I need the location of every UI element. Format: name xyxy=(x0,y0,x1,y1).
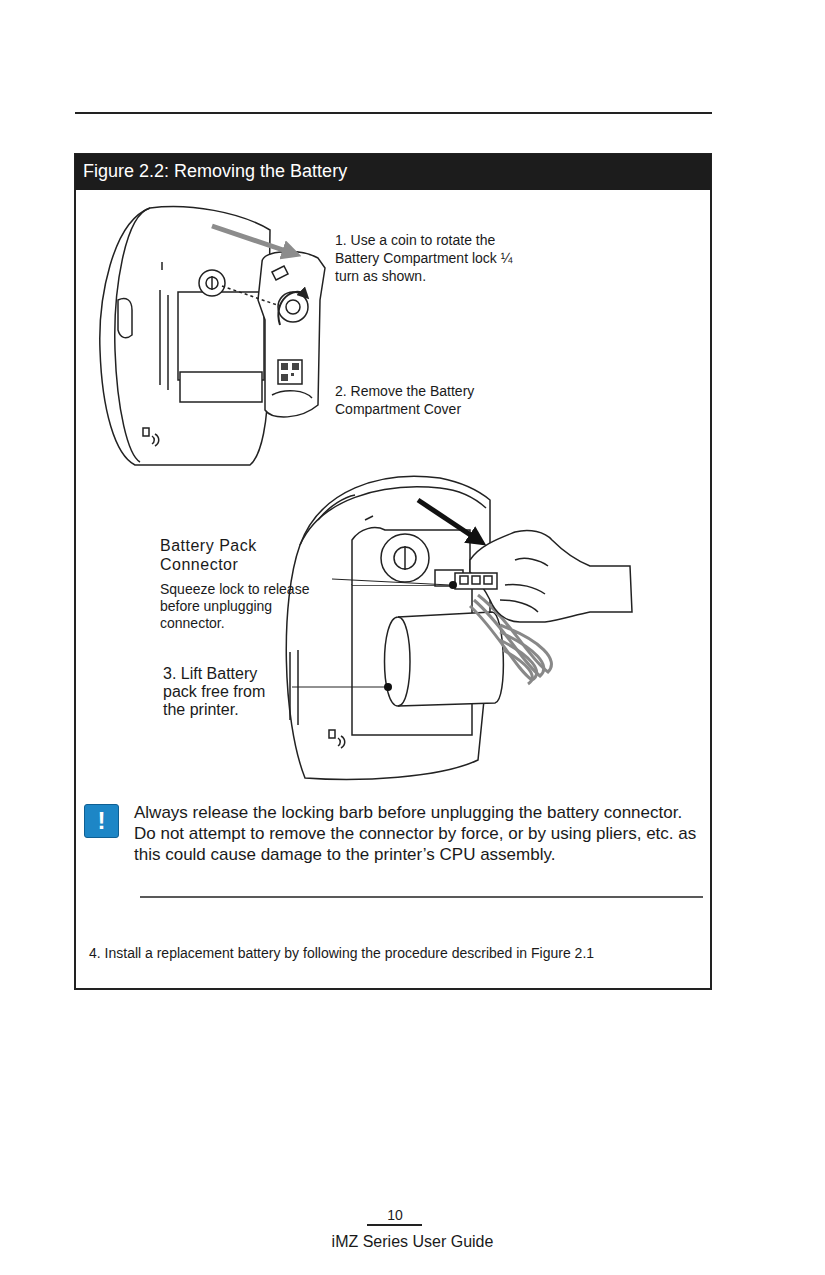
hand-drawing xyxy=(455,530,632,622)
page-number: 10 xyxy=(367,1207,423,1223)
printer-illustration-bottom xyxy=(286,476,503,779)
footer-rule xyxy=(367,1224,422,1226)
note-rule xyxy=(140,896,703,898)
caution-mark: ! xyxy=(98,808,106,834)
figure-frame xyxy=(75,154,711,989)
step-text: 2. Remove the Battery Compartment Cover xyxy=(335,382,525,418)
title-band xyxy=(75,154,711,190)
step-text: 4. Install a replacement battery by foll… xyxy=(89,944,704,962)
unplug-arrow xyxy=(418,500,478,540)
printer-illustration-top xyxy=(100,207,325,465)
footer-text: iMZ Series User Guide xyxy=(250,1233,575,1251)
part-name: Battery Pack Connector xyxy=(160,536,300,574)
leader-dot xyxy=(449,581,457,589)
step-text: 1. Use a coin to rotate the Battery Comp… xyxy=(335,231,525,285)
removal-arrow xyxy=(212,226,292,253)
note-text: Squeeze lock to release before unpluggin… xyxy=(160,581,328,632)
leader-line xyxy=(292,687,385,688)
step-text: 3. Lift Battery pack free from the print… xyxy=(163,665,288,719)
leader-line xyxy=(332,579,450,585)
caution-icon: ! xyxy=(84,804,119,838)
header-rule xyxy=(75,112,712,114)
figure-title: Figure 2.2: Removing the Battery xyxy=(83,159,693,183)
leader-dot xyxy=(384,683,392,691)
warning-text: Always release the locking barb before u… xyxy=(134,802,700,865)
